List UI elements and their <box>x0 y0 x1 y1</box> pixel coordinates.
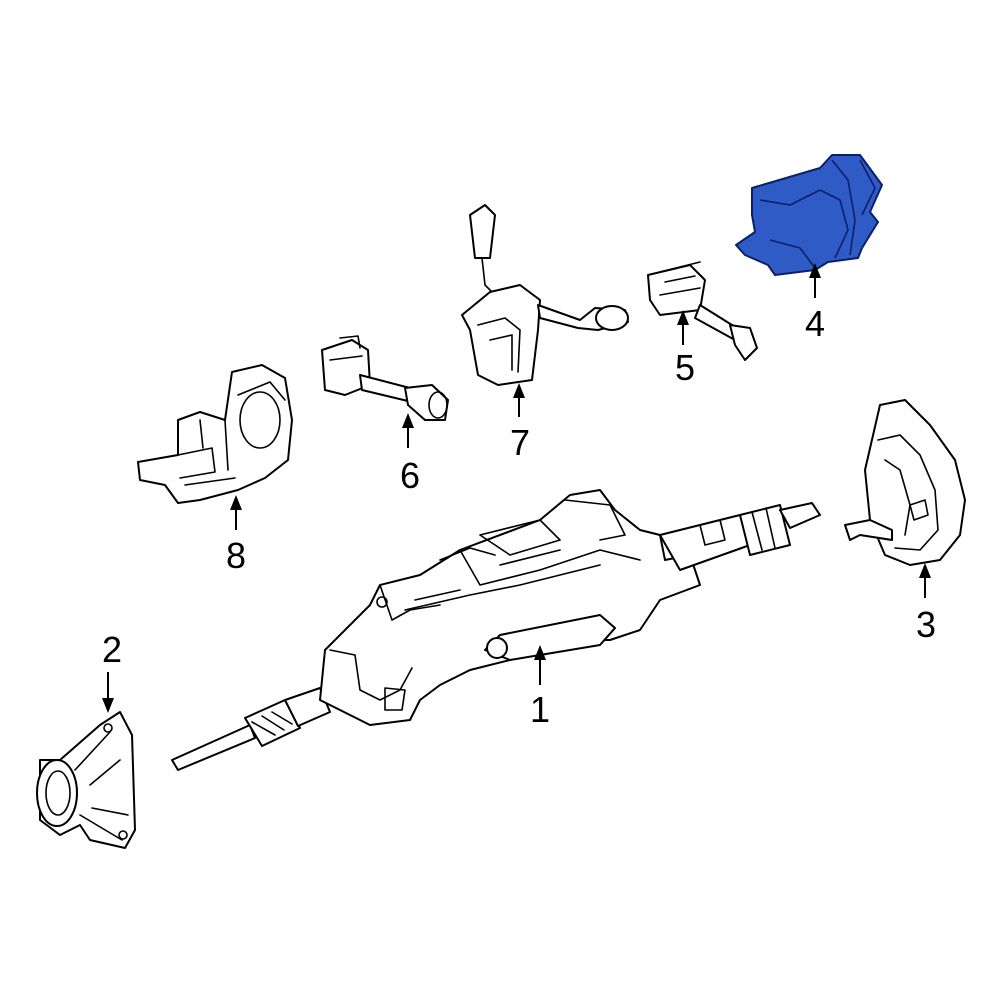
callout-4: 4 <box>805 303 825 344</box>
part-5-wiper-switch[interactable] <box>647 261 758 361</box>
callout-7: 7 <box>510 422 530 463</box>
callout-1: 1 <box>530 689 550 730</box>
callout-8: 8 <box>226 535 246 576</box>
part-2-column-boot[interactable] <box>36 711 136 849</box>
callout-arrows <box>102 263 931 713</box>
part-1-steering-column[interactable] <box>171 489 821 771</box>
callout-3: 3 <box>916 604 936 645</box>
part-4-column-cover-highlighted[interactable] <box>735 154 883 276</box>
callout-6: 6 <box>400 455 420 496</box>
callout-2: 2 <box>102 629 122 670</box>
part-7-combination-switch[interactable] <box>461 204 629 386</box>
callout-5: 5 <box>675 347 695 388</box>
part-3-column-shroud[interactable] <box>844 399 966 566</box>
part-8-switch-housing[interactable] <box>137 364 293 504</box>
part-6-turn-signal-switch[interactable] <box>321 335 449 421</box>
